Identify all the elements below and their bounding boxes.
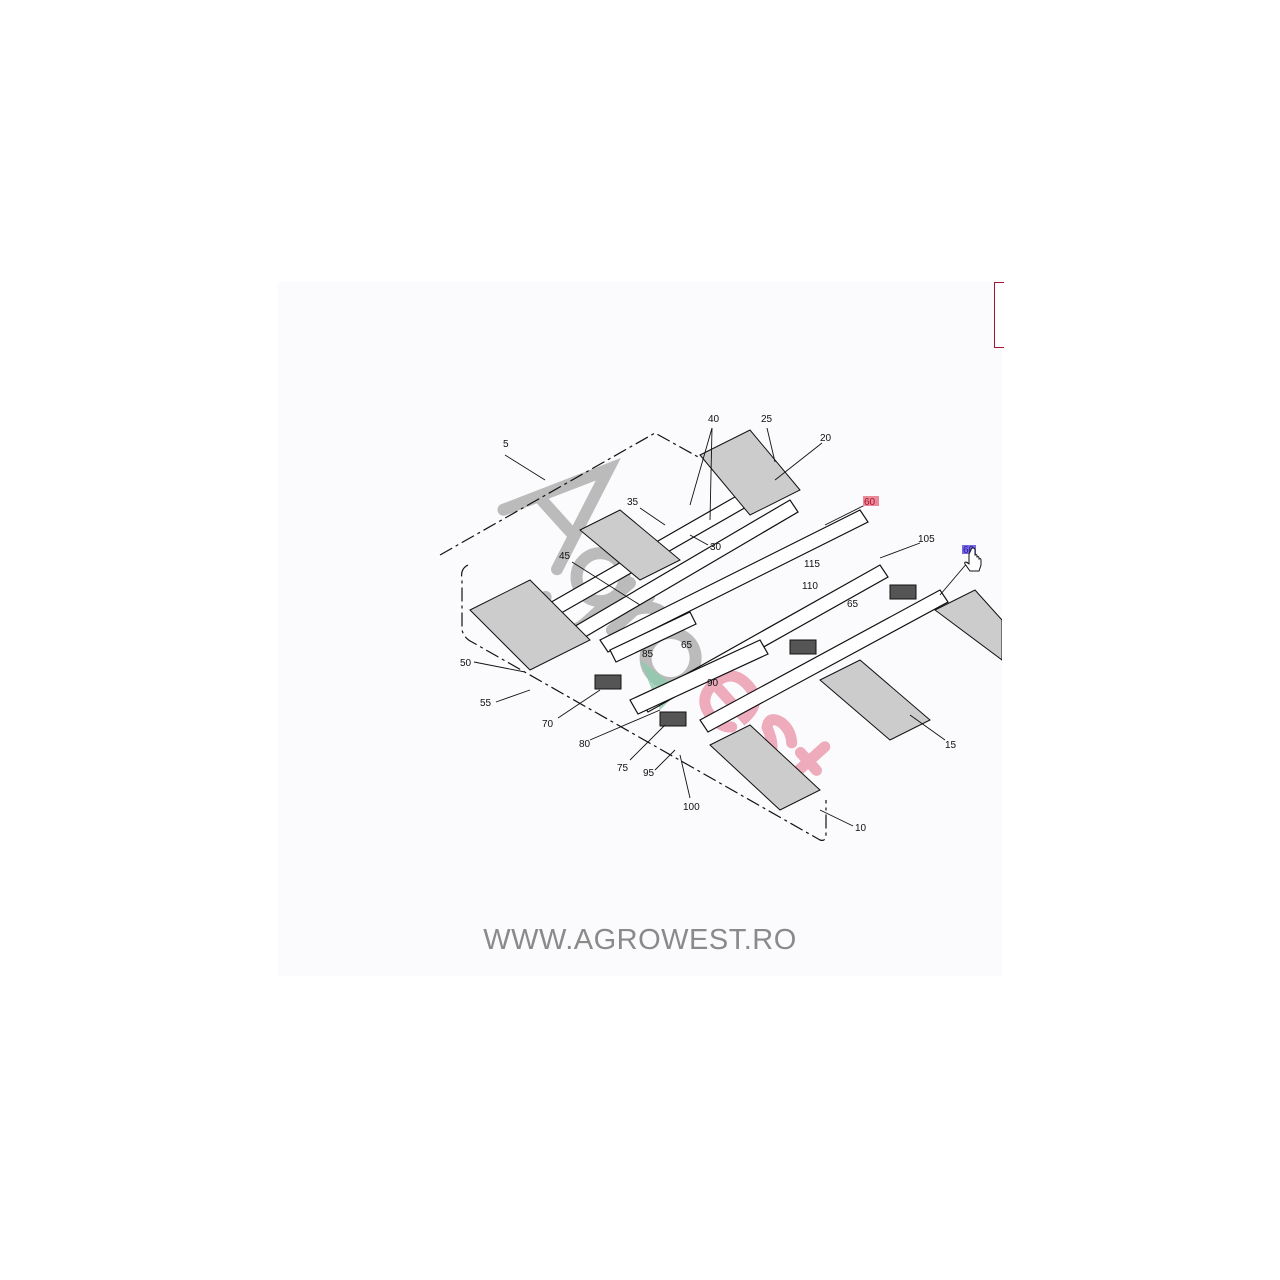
part-label-35[interactable]: 35: [627, 497, 639, 508]
part-label-25[interactable]: 25: [761, 414, 773, 425]
hand-cursor-icon: [964, 547, 982, 572]
part-label-105[interactable]: 105: [918, 534, 935, 545]
part-labels: 5 40 25 20 35 30 60 105 60 45 115 110 65…: [460, 414, 975, 834]
part-label-60-hover[interactable]: 60: [963, 545, 975, 556]
part-label-75[interactable]: 75: [617, 763, 629, 774]
part-label-50[interactable]: 50: [460, 658, 472, 669]
rack-parts: [469, 429, 1002, 811]
part-label-10[interactable]: 10: [855, 823, 867, 834]
part-label-20[interactable]: 20: [820, 433, 832, 444]
group-brackets: [439, 432, 827, 841]
part-label-5[interactable]: 5: [503, 439, 509, 450]
part-label-30[interactable]: 30: [710, 542, 722, 553]
shafts: [519, 493, 949, 733]
part-label-110[interactable]: 110: [802, 581, 818, 592]
part-label-65-right[interactable]: 65: [847, 599, 859, 610]
part-label-40[interactable]: 40: [708, 414, 720, 425]
part-label-85[interactable]: 85: [642, 649, 654, 660]
part-label-15[interactable]: 15: [945, 740, 957, 751]
part-label-90[interactable]: 90: [707, 678, 719, 689]
part-label-55[interactable]: 55: [480, 698, 492, 709]
exploded-parts-diagram: 5 40 25 20 35 30 60 105 60 45 115 110 65…: [439, 414, 1002, 841]
highlight-60-selected: [863, 496, 879, 506]
part-label-100[interactable]: 100: [683, 802, 700, 813]
part-label-95[interactable]: 95: [643, 768, 655, 779]
part-label-70[interactable]: 70: [542, 719, 554, 730]
leader-lines: [473, 427, 969, 827]
side-panel-edge: [994, 282, 1004, 348]
part-label-65-left[interactable]: 65: [681, 640, 693, 651]
part-label-80[interactable]: 80: [579, 739, 591, 750]
footer-url[interactable]: WWW.AGROWEST.RO: [483, 924, 797, 956]
part-label-45[interactable]: 45: [559, 551, 571, 562]
diagram-panel: 5 40 25 20 35 30 60 105 60 45 115 110 65…: [278, 282, 1002, 976]
highlight-60-hover: [962, 545, 976, 554]
part-label-115[interactable]: 115: [804, 559, 820, 570]
part-label-60-selected[interactable]: 60: [864, 497, 876, 508]
